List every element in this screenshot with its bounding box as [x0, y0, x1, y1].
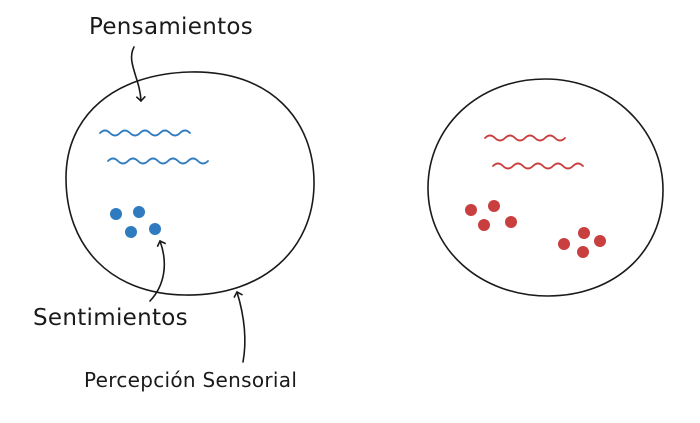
feelings-label: Sentimientos [33, 305, 188, 331]
thoughts-arrow [130, 46, 146, 102]
right-feeling-dot [488, 200, 500, 212]
sensory-perception-label: Percepción Sensorial [84, 368, 298, 392]
left-feeling-dot [125, 226, 137, 238]
right-feeling-dot [505, 216, 517, 228]
senses-arrow [233, 291, 246, 363]
right-feeling-dot [465, 204, 477, 216]
right-feeling-dot [577, 246, 589, 258]
feelings-arrow [149, 240, 166, 302]
right-feeling-dot [478, 219, 490, 231]
left-mind [65, 71, 315, 296]
right-mind [427, 78, 664, 297]
annotation-arrows [130, 46, 246, 363]
left-feeling-dot [149, 223, 161, 235]
left-thoughts [99, 129, 209, 165]
right-mind-circle [427, 78, 664, 297]
left-feeling-dot [133, 206, 145, 218]
right-thoughts [484, 134, 584, 170]
right-feelings [465, 200, 606, 258]
right-feeling-dot [578, 227, 590, 239]
left-feeling-dot [110, 208, 122, 220]
right-feeling-dot [558, 238, 570, 250]
left-mind-circle [65, 71, 315, 296]
right-feeling-dot [594, 235, 606, 247]
left-feelings [110, 206, 161, 238]
right-thought-squiggle-2 [492, 162, 584, 170]
left-thought-squiggle-1 [99, 129, 191, 137]
thoughts-label: Pensamientos [89, 14, 254, 40]
right-thought-squiggle-1 [484, 134, 566, 142]
left-thought-squiggle-2 [107, 157, 209, 165]
